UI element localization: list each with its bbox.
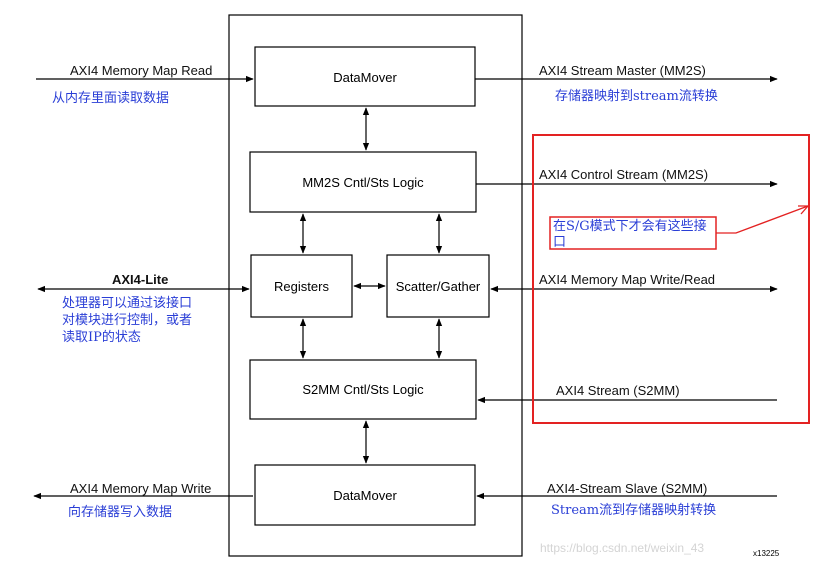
datamover-bottom-label: DataMover bbox=[333, 488, 397, 503]
stream-s2mm-label: AXI4 Stream (S2MM) bbox=[556, 383, 680, 398]
watermark-text: https://blog.csdn.net/weixin_43 bbox=[540, 541, 705, 555]
sg-note-text: 在S/G模式下才会有这些接口 bbox=[553, 219, 707, 250]
figure-id-label: x13225 bbox=[753, 549, 780, 558]
mm2s-logic-label: MM2S Cntl/Sts Logic bbox=[302, 175, 424, 190]
sg-highlight-box bbox=[532, 134, 810, 424]
mm-read-cn-label: 从内存里面读取数据 bbox=[52, 91, 170, 106]
axi-lite-cn-line-1: 处理器可以通过该接口 bbox=[62, 296, 193, 311]
mm-write-label: AXI4 Memory Map Write bbox=[70, 481, 212, 496]
control-stream-label: AXI4 Control Stream (MM2S) bbox=[539, 167, 709, 182]
datamover-top-box bbox=[254, 46, 476, 107]
registers-label: Registers bbox=[274, 279, 329, 294]
stream-master-label: AXI4 Stream Master (MM2S) bbox=[539, 63, 706, 78]
registers-box bbox=[250, 254, 353, 318]
datamover-top-label: DataMover bbox=[333, 70, 397, 85]
axi-lite-cn-line-2: 对模块进行控制，或者 bbox=[62, 313, 193, 328]
stream-slave-label: AXI4-Stream Slave (S2MM) bbox=[547, 481, 708, 496]
mm-write-cn-label: 向存储器写入数据 bbox=[68, 505, 173, 520]
stream-slave-cn-label: Stream流到存储器映射转换 bbox=[551, 503, 717, 518]
mm2s-logic-box bbox=[249, 151, 477, 213]
s2mm-logic-label: S2MM Cntl/Sts Logic bbox=[302, 382, 424, 397]
axi-lite-label: AXI4-Lite bbox=[112, 272, 169, 287]
sg-note-leader-head bbox=[798, 205, 809, 215]
mm-write-read-label: AXI4 Memory Map Write/Read bbox=[539, 272, 716, 287]
stream-master-cn-label: 存储器映射到stream流转换 bbox=[555, 89, 718, 104]
datamover-bottom-box bbox=[254, 464, 476, 526]
ip-container bbox=[228, 14, 523, 557]
sg-note-leader bbox=[716, 205, 809, 234]
s2mm-logic-box bbox=[249, 359, 477, 420]
scatter-gather-label: Scatter/Gather bbox=[395, 279, 481, 294]
mm-read-label: AXI4 Memory Map Read bbox=[70, 63, 213, 78]
axi-lite-cn-line-3: 读取IP的状态 bbox=[62, 330, 141, 345]
scatter-gather-box bbox=[386, 254, 490, 318]
